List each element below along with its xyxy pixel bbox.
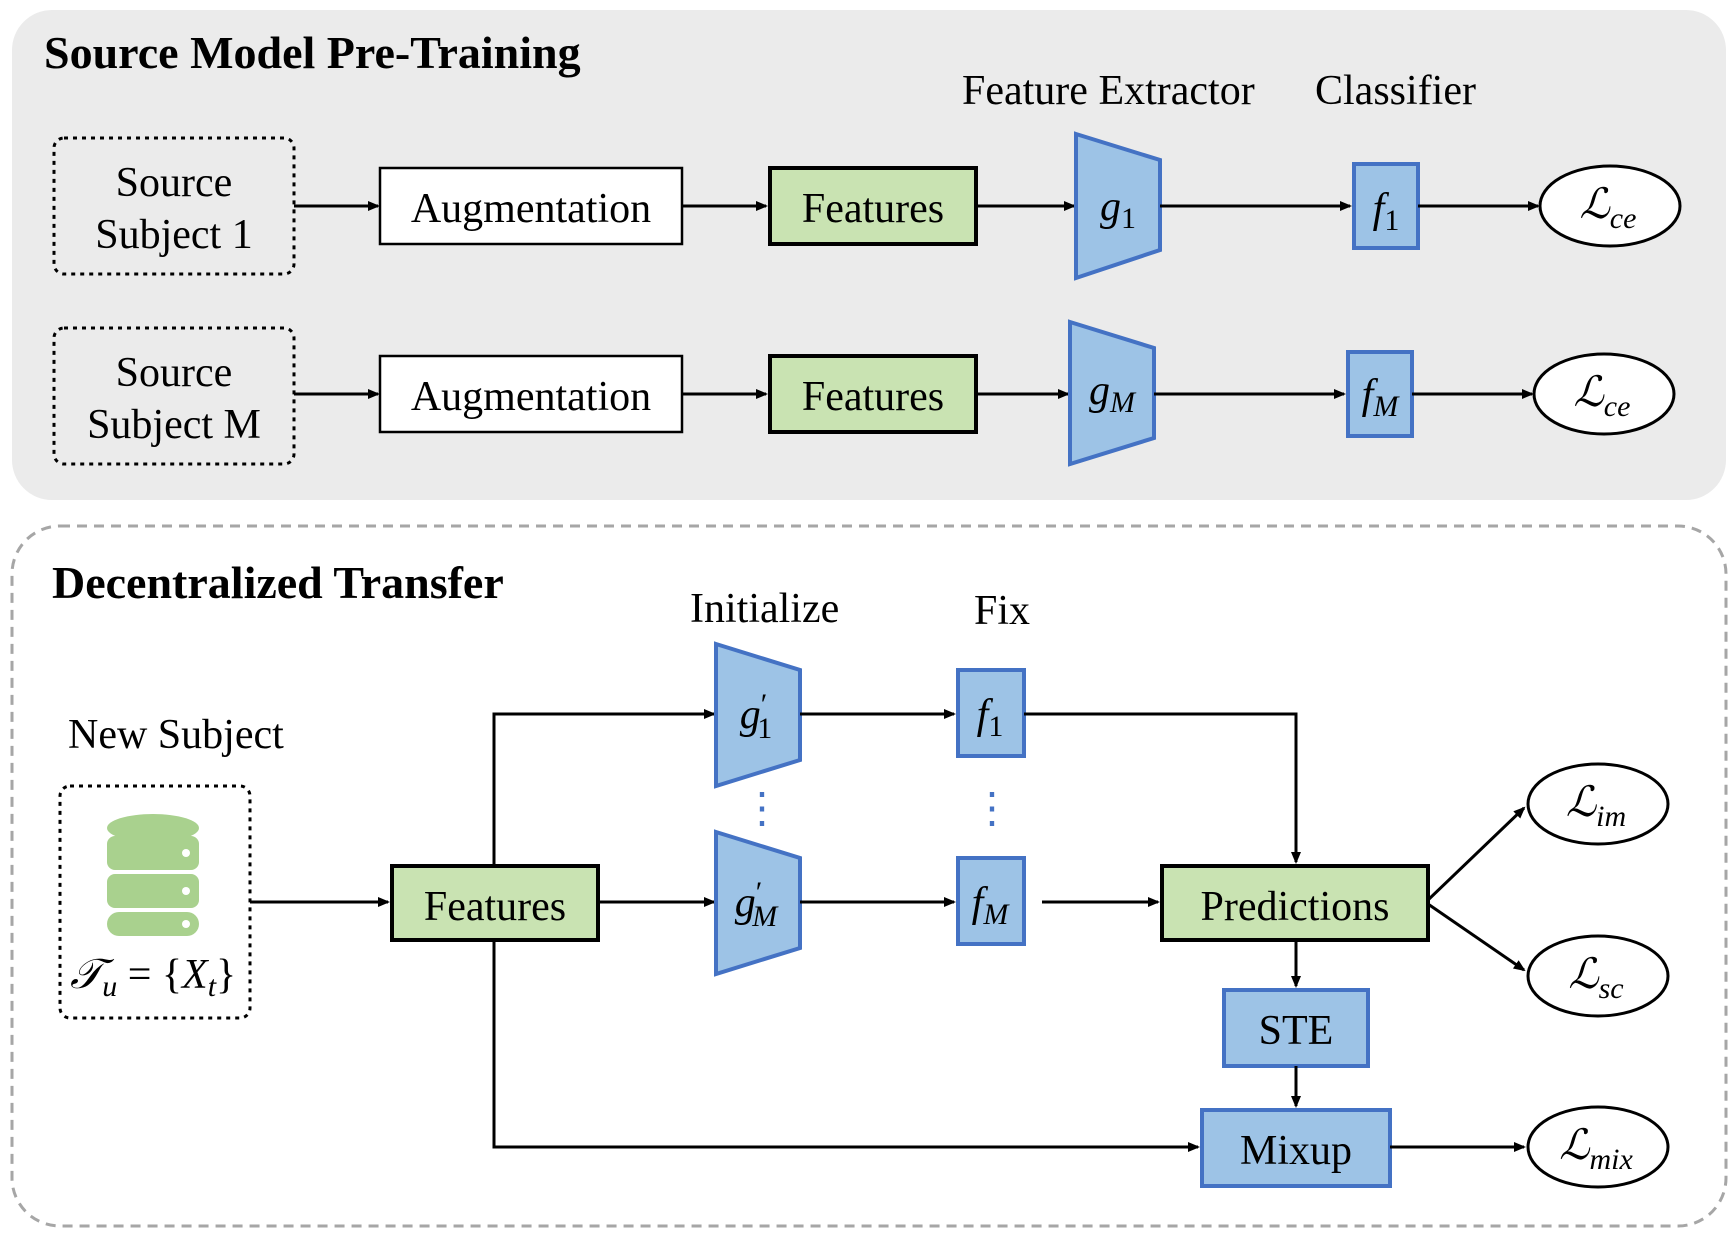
transfer-title: Decentralized Transfer: [52, 557, 504, 608]
classifier-f1-module: [1352, 162, 1420, 250]
loss-sc-ellipse: [1526, 934, 1670, 1018]
loss-ce-symbol-2: ℒce: [1574, 370, 1631, 423]
loss-im-symbol: ℒim: [1566, 780, 1626, 833]
loss-sc-symbol: ℒsc: [1568, 952, 1623, 1005]
initialize-label: Initialize: [690, 586, 839, 632]
transfer-panel: [10, 524, 1728, 1228]
extractor-gm-prime-symbol: g′M: [735, 876, 780, 933]
source-subject-m-line2: Subject M: [87, 402, 261, 448]
loss-mix-symbol: ℒmix: [1559, 1123, 1633, 1176]
extractor-gm-prime-module: [714, 829, 802, 977]
database-icon: [107, 814, 199, 936]
classifier-fm-fixed-module: [956, 856, 1026, 946]
extractor-gm-symbol: gM: [1089, 368, 1137, 419]
extractor-g1-prime-module: [714, 641, 802, 789]
feature-extractor-label: Feature Extractor: [962, 68, 1255, 114]
new-subject-label: New Subject: [68, 712, 284, 758]
extractor-g1-prime-symbol: g′1: [740, 688, 773, 745]
augmentation-box-2: [378, 354, 684, 434]
source-subject-1-line1: Source: [116, 160, 233, 206]
features-box-2: [768, 354, 978, 434]
dataset-formula: 𝒯u = {Xt}: [70, 952, 236, 1003]
source-subject-m-line1: Source: [116, 350, 233, 396]
ste-label: STE: [1259, 1008, 1334, 1054]
classifier-label: Classifier: [1315, 68, 1476, 114]
loss-mix-ellipse: [1526, 1105, 1670, 1189]
pretraining-row-2: Source Subject M Augmentation Features g…: [52, 319, 1676, 467]
mixup-box: [1200, 1108, 1392, 1188]
source-subject-1-box: [52, 136, 296, 276]
loss-ce-ellipse-2: [1532, 352, 1676, 436]
feature-extractor-gm-module: [1068, 319, 1156, 467]
feature-extractor-g1-module: [1074, 131, 1162, 281]
source-subject-1-line2: Subject 1: [95, 212, 252, 258]
augmentation-label-1: Augmentation: [411, 186, 651, 232]
pretraining-row-1: Source Subject 1 Augmentation Features g…: [52, 131, 1682, 281]
loss-ce-ellipse-1: [1538, 164, 1682, 248]
transfer-features-label: Features: [424, 884, 566, 930]
source-subject-m-box: [52, 326, 296, 466]
classifier-ellipsis: ⋮: [971, 786, 1013, 832]
loss-im-ellipse: [1526, 762, 1670, 846]
loss-ce-symbol-1: ℒce: [1580, 182, 1637, 235]
augmentation-box-1: [378, 166, 684, 246]
predictions-label: Predictions: [1201, 884, 1390, 930]
augmentation-label-2: Augmentation: [411, 374, 651, 420]
features-label-1: Features: [802, 186, 944, 232]
mixup-label: Mixup: [1240, 1128, 1352, 1174]
fix-label: Fix: [974, 588, 1030, 634]
pretraining-title: Source Model Pre-Training: [44, 27, 581, 78]
classifier-fm-fixed-symbol: fM: [972, 880, 1011, 931]
extractor-ellipsis: ⋮: [741, 786, 783, 832]
features-label-2: Features: [802, 374, 944, 420]
extractor-g1-symbol: g1: [1100, 184, 1136, 235]
